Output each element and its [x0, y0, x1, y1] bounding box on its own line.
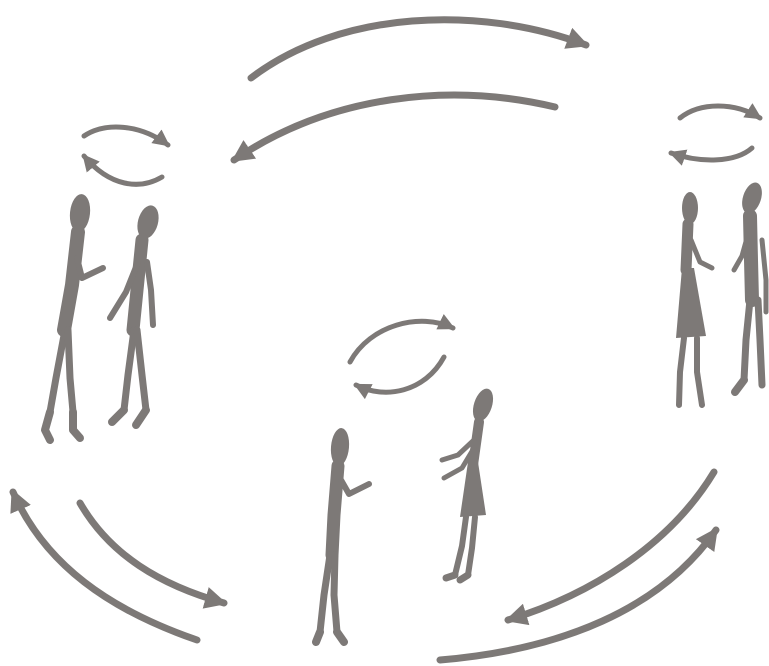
connector-lower-left — [13, 492, 224, 640]
arc-arrow-to-center-from-right — [508, 472, 714, 620]
figure-center-man — [316, 427, 369, 642]
exchange-arrows-right — [671, 106, 760, 160]
small-arrow-right — [350, 321, 453, 362]
small-arrow-right — [680, 106, 760, 118]
exchange-arrows-center — [350, 321, 453, 392]
figure-right-woman — [676, 192, 712, 405]
small-arrow-left — [356, 357, 444, 392]
small-arrow-left — [671, 148, 752, 160]
exchange-arrows-left — [84, 127, 168, 184]
arc-arrow-to-left-group — [13, 492, 197, 640]
figure-left-man-b — [110, 203, 162, 425]
arc-arrow-left-to-right — [251, 20, 586, 78]
small-arrow-left — [84, 156, 162, 184]
figure-left-man-a — [45, 193, 103, 440]
connector-top — [234, 20, 586, 160]
arc-arrow-to-center-group — [80, 503, 224, 603]
small-arrow-right — [84, 127, 168, 145]
figure-right-man — [734, 180, 766, 392]
right-group — [676, 180, 766, 405]
center-group — [316, 386, 497, 642]
left-group — [45, 193, 162, 440]
arc-arrow-right-to-left — [234, 95, 555, 160]
figure-center-woman — [442, 386, 497, 580]
